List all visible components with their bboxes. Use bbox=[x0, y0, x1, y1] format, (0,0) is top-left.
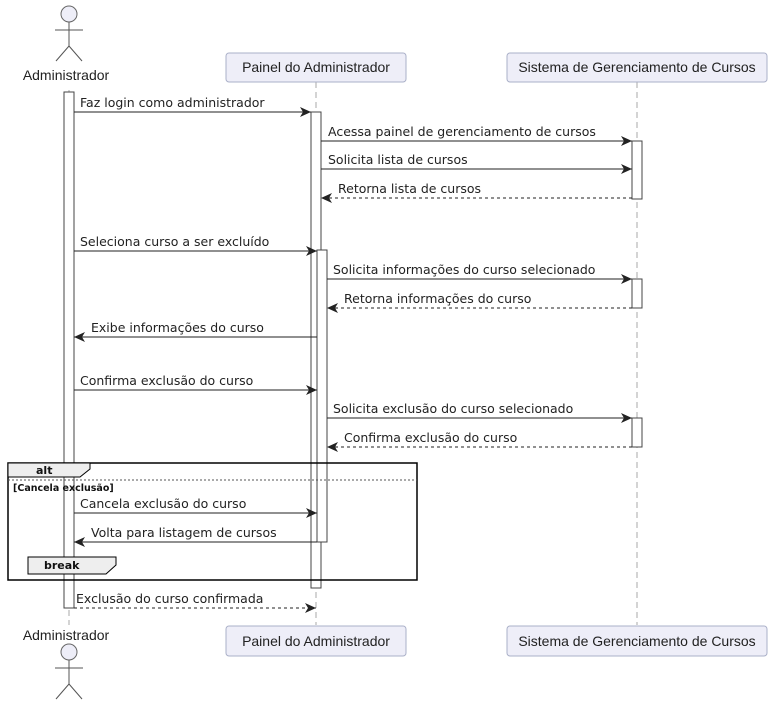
participant-box-panel-bottom bbox=[225, 625, 407, 657]
participant-box-panel-top bbox=[225, 52, 407, 83]
activation-system-2 bbox=[631, 278, 643, 309]
message-label-4: Retorna lista de cursos bbox=[338, 181, 481, 196]
message-4: Retorna lista de cursos bbox=[321, 181, 632, 203]
alt-guard: [Cancela exclusão] bbox=[13, 483, 114, 494]
message-11: Confirma exclusão do curso bbox=[327, 430, 632, 452]
participant-box-system-bottom bbox=[506, 625, 768, 657]
message-label-10: Solicita exclusão do curso selecionado bbox=[333, 401, 573, 416]
message-label-9: Confirma exclusão do curso bbox=[80, 373, 253, 388]
participant-box-system-top bbox=[506, 52, 768, 83]
message-3: Solicita lista de cursos bbox=[321, 152, 632, 174]
message-label-5: Seleciona curso a ser excluído bbox=[80, 234, 269, 249]
break-fragment: break bbox=[27, 556, 117, 575]
participant-label-panel-bottom: Painel do Administrador bbox=[242, 633, 390, 649]
message-13: Volta para listagem de cursos bbox=[74, 525, 317, 547]
participant-label-system-top: Sistema de Gerenciamento de Cursos bbox=[518, 59, 755, 75]
participant-label-system-bottom: Sistema de Gerenciamento de Cursos bbox=[518, 633, 755, 649]
activation-system-3 bbox=[631, 417, 643, 448]
message-1: Faz login como administrador bbox=[74, 95, 311, 117]
activation-system-1 bbox=[631, 140, 643, 200]
message-label-8: Exibe informações do curso bbox=[91, 320, 264, 335]
actor-figure-bottom bbox=[55, 643, 83, 700]
message-14: Exclusão do curso confirmada bbox=[74, 591, 316, 613]
message-label-6: Solicita informações do curso selecionad… bbox=[333, 262, 595, 277]
actor-label-bottom: Administrador bbox=[23, 627, 110, 643]
actor-label-top: Administrador bbox=[23, 67, 110, 83]
message-label-11: Confirma exclusão do curso bbox=[344, 430, 517, 445]
break-label: break bbox=[44, 559, 80, 572]
message-2: Acessa painel de gerenciamento de cursos bbox=[321, 124, 632, 146]
activation-actor bbox=[63, 91, 75, 609]
message-12: Cancela exclusão do curso bbox=[74, 496, 317, 518]
alt-label: alt bbox=[36, 464, 52, 477]
actor-figure-top bbox=[55, 5, 83, 62]
message-label-3: Solicita lista de cursos bbox=[328, 152, 468, 167]
message-label-14: Exclusão do curso confirmada bbox=[76, 591, 263, 606]
participant-label-panel-top: Painel do Administrador bbox=[242, 59, 390, 75]
alt-fragment: alt [Cancela exclusão] bbox=[7, 462, 418, 581]
message-label-7: Retorna informações do curso bbox=[344, 291, 531, 306]
message-label-13: Volta para listagem de cursos bbox=[91, 525, 277, 540]
message-10: Solicita exclusão do curso selecionado bbox=[327, 401, 632, 423]
message-label-2: Acessa painel de gerenciamento de cursos bbox=[328, 124, 596, 139]
message-5: Seleciona curso a ser excluído bbox=[74, 234, 317, 256]
message-8: Exibe informações do curso bbox=[74, 320, 317, 342]
message-label-1: Faz login como administrador bbox=[80, 95, 265, 110]
message-7: Retorna informações do curso bbox=[327, 291, 632, 313]
activation-panel-2 bbox=[316, 249, 328, 543]
message-6: Solicita informações do curso selecionad… bbox=[327, 262, 632, 284]
message-label-12: Cancela exclusão do curso bbox=[80, 496, 246, 511]
message-9: Confirma exclusão do curso bbox=[74, 373, 317, 395]
